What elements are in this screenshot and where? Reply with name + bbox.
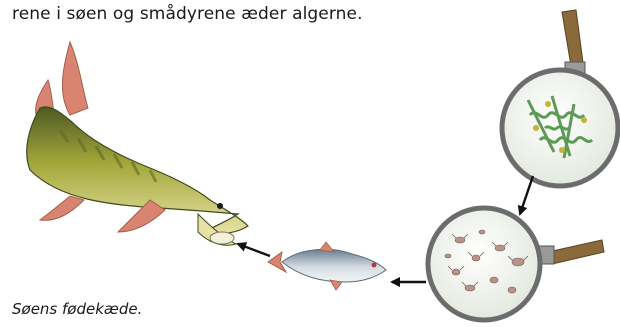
magnifier-algae — [502, 10, 618, 186]
roach-fish-illustration — [268, 242, 386, 290]
figure-caption: Søens fødekæde. — [12, 300, 142, 318]
magnifier-zooplankton — [428, 208, 604, 320]
pike-eye — [217, 203, 223, 209]
arrow-algae-to-animals — [520, 176, 533, 214]
arrow-fish-to-pike — [238, 244, 270, 256]
fish-eye — [372, 263, 377, 268]
magnifier-handle-bottom — [548, 240, 604, 264]
pike-illustration — [27, 42, 248, 245]
